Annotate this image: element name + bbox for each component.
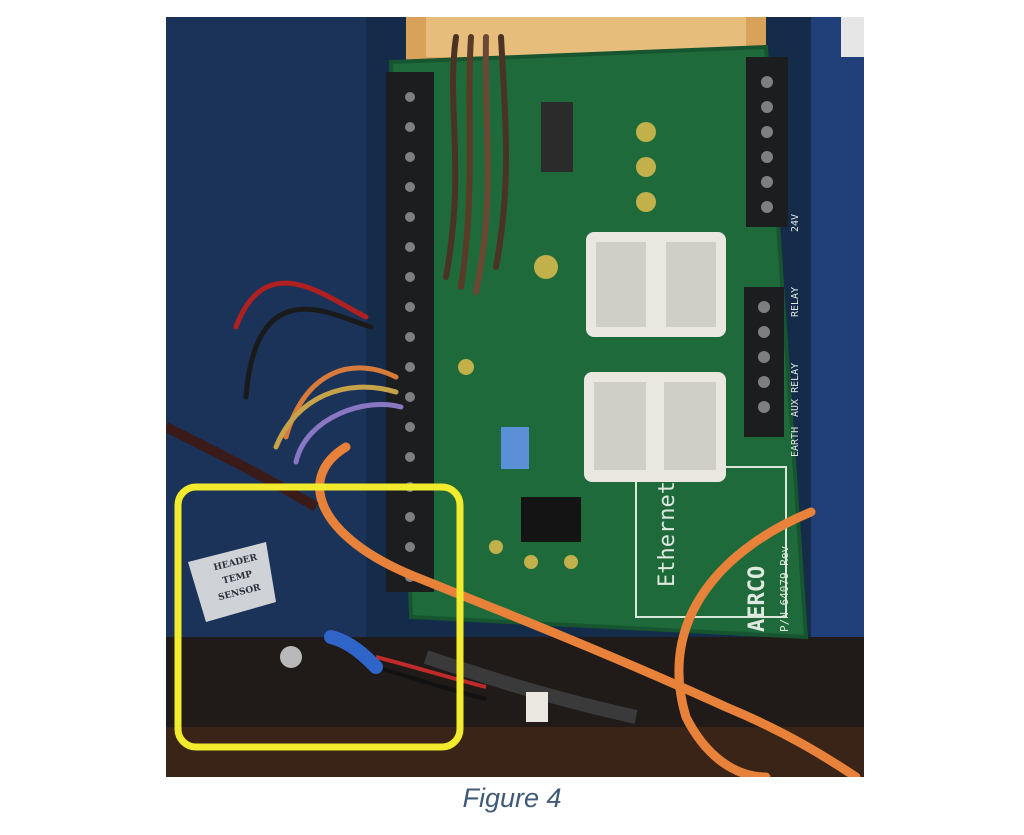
sensor-bolt (280, 646, 302, 668)
blue-crimp-terminal (324, 630, 383, 674)
wire-harness (233, 34, 509, 465)
dip-switch (501, 427, 529, 469)
sensor-tag (188, 542, 276, 622)
board-text-earth: EARTH (790, 427, 801, 457)
highlight-box (174, 483, 464, 751)
ethernet-chip (521, 497, 581, 542)
right-terminal-strip-top: 24V (746, 57, 801, 232)
header-temp-sensor: HEADER TEMP SENSOR (188, 542, 383, 674)
figure-caption: Figure 4 (462, 783, 562, 813)
sensor-lead-black (375, 665, 487, 701)
board-text-brand: AERCO (745, 566, 770, 632)
relay-upper (586, 232, 726, 337)
capacitors (458, 122, 656, 569)
board-text-interface: Ethernet (655, 481, 680, 587)
photo-frame: Ethernet AERCO P/N 64079 Rev 24V AUX REL… (166, 17, 864, 777)
sensor-lead-red (375, 655, 487, 689)
board-text-aux-relay: AUX RELAY (790, 363, 801, 417)
board-text-voltage: 24V (790, 214, 801, 232)
orange-wires (315, 442, 861, 777)
board-text-part-number: P/N 64079 Rev (778, 546, 791, 632)
board-text-relay: RELAY (790, 287, 801, 317)
relay-lower (584, 372, 726, 482)
control-board-photo: Ethernet AERCO P/N 64079 Rev 24V AUX REL… (166, 17, 864, 777)
small-relay (541, 102, 573, 172)
right-terminal-strip-bottom: AUX RELAY RELAY EARTH (744, 287, 801, 457)
cable-tie (526, 692, 548, 722)
gray-conduit (423, 650, 638, 724)
cabinet-corner-highlight (841, 17, 864, 57)
left-terminal-strip (386, 72, 434, 592)
dark-cable (166, 422, 319, 512)
